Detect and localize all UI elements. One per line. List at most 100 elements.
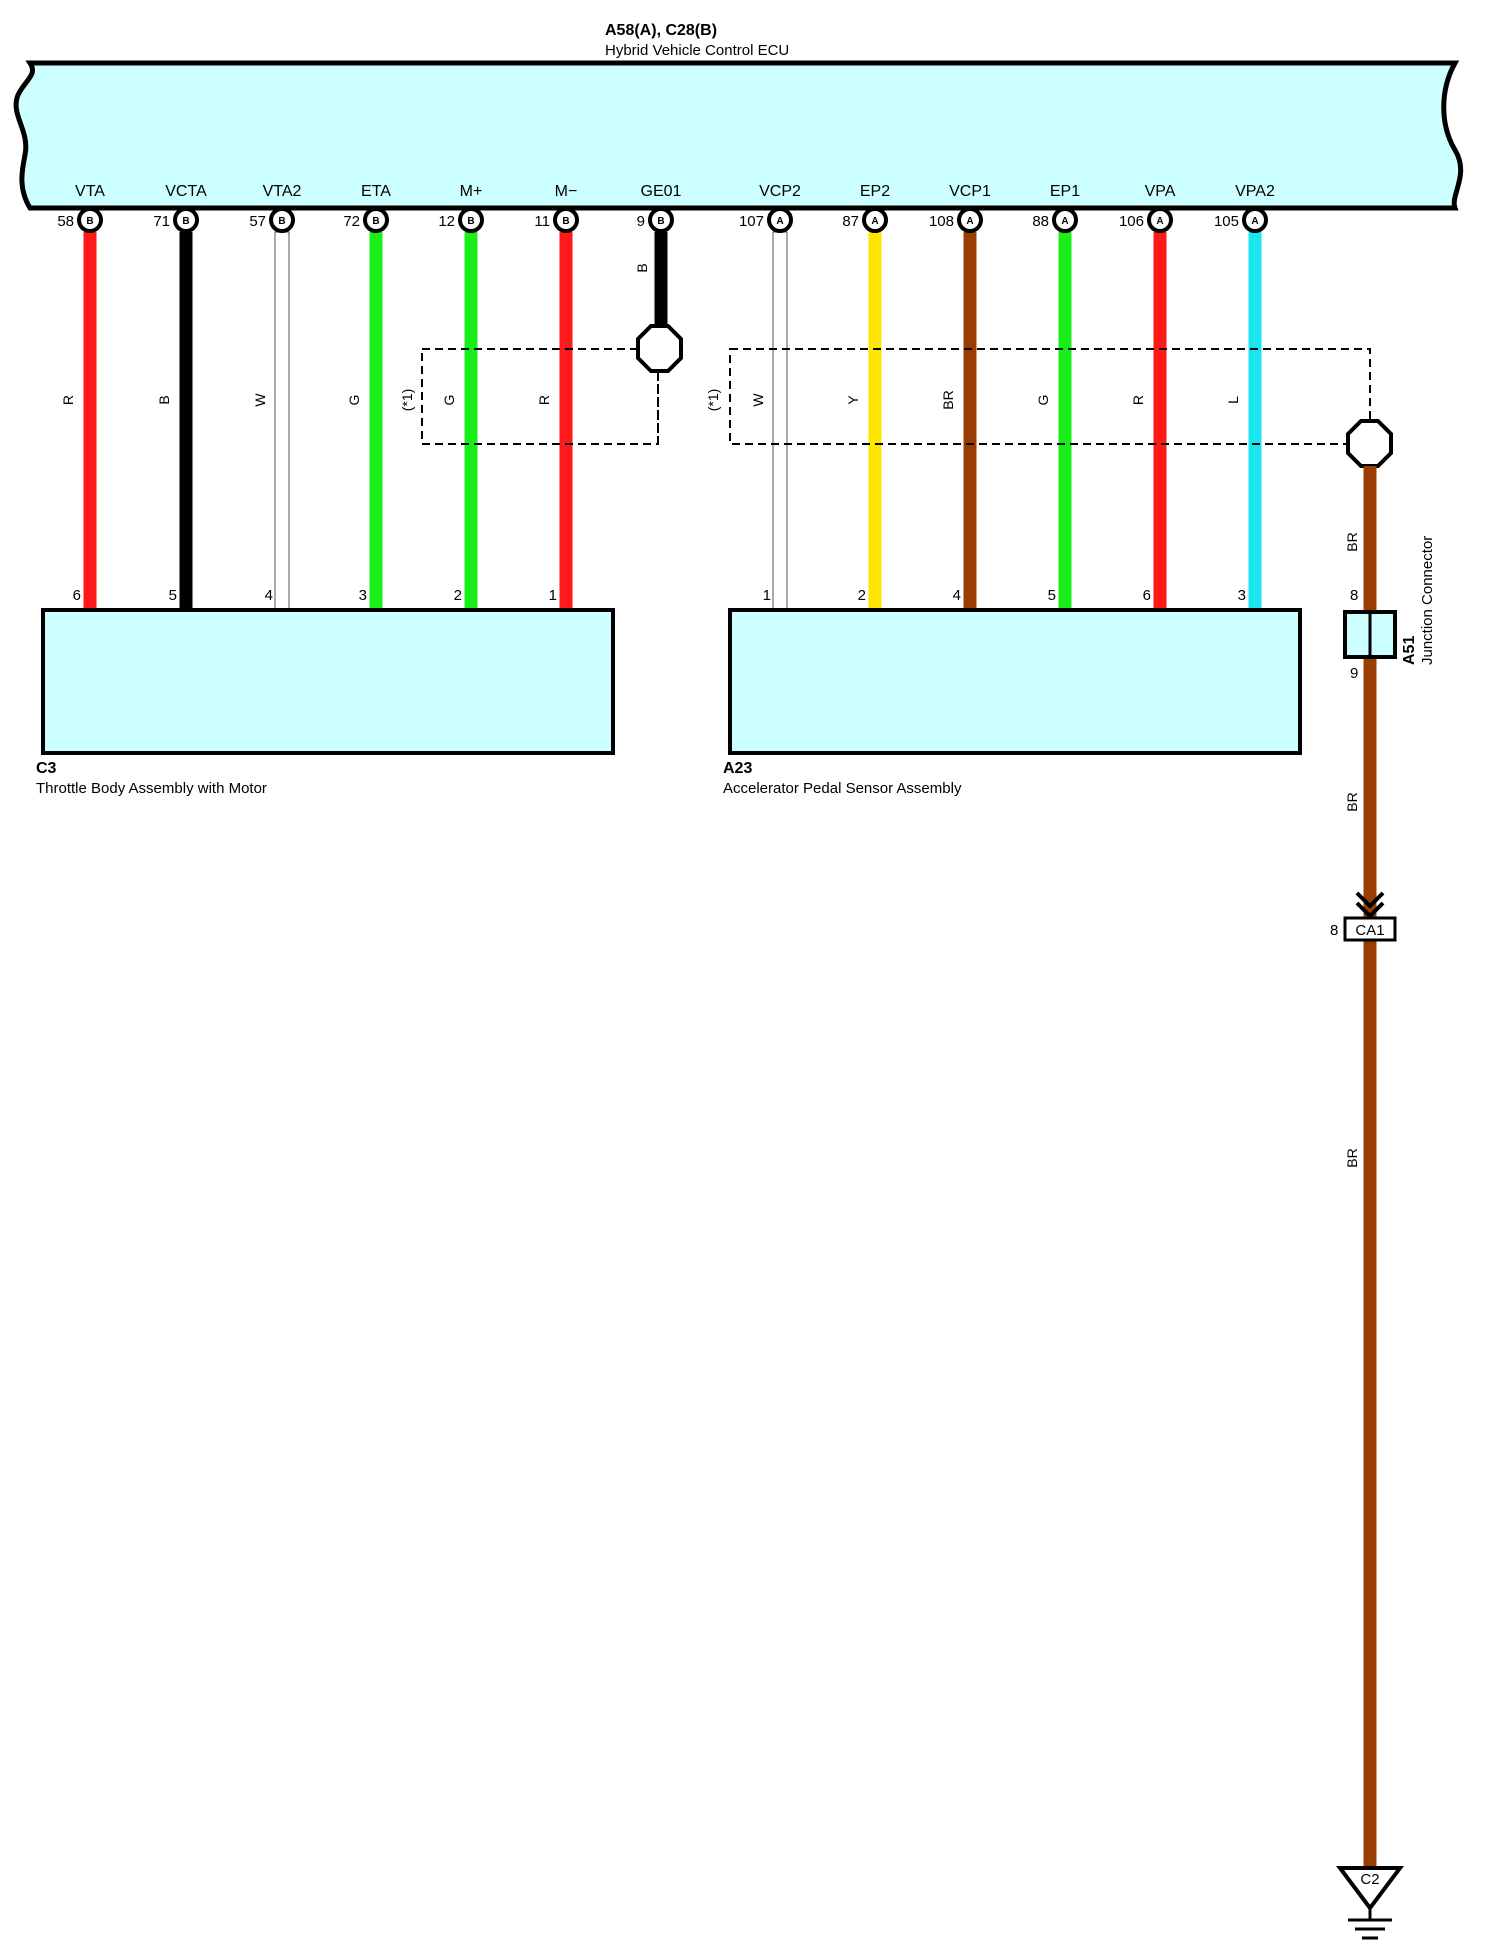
shield-ground-throttle [636, 324, 683, 373]
inline-connector-ca1 [1343, 916, 1397, 942]
ecu-pin-number-eta: 72 [343, 213, 360, 230]
wire-label-vcp1: BR [940, 390, 956, 409]
wire-label-vcp2: W [750, 393, 766, 407]
ecu-connector-ids: A58(A), C28(B) [605, 22, 717, 39]
ecu-pin-terminal-vcp2 [767, 207, 793, 233]
ecu-pin-terminal-vpa2 [1242, 207, 1268, 233]
ecu-pin-name-vcp1: VCP1 [949, 183, 991, 200]
ecu-pin-connector-vcp2: A [776, 216, 783, 227]
ecu-pin-number-ep2: 87 [842, 213, 859, 230]
ecu-body [13, 60, 1464, 211]
comp-pin-number-vta2: 4 [265, 587, 273, 604]
ecu-pin-number-vcp2: 107 [739, 213, 764, 230]
wire-label-ep2: Y [845, 395, 861, 405]
junction-pin-in: 8 [1350, 587, 1358, 604]
wire-vcp2 [772, 231, 788, 611]
junction-name: Junction Connector [1419, 536, 1436, 665]
ecu-pin-number-ge01: 9 [637, 213, 645, 230]
shield-note-pedal: (*1) [705, 389, 721, 412]
comp-pin-number-ep2: 2 [858, 587, 866, 604]
inline-connector-arrow [1355, 891, 1385, 919]
comp-pin-number-ep1: 5 [1048, 587, 1056, 604]
ecu-pin-connector-mplus: B [467, 216, 474, 227]
ecu-pin-name-ge01: GE01 [641, 183, 682, 200]
throttle-name: Throttle Body Assembly with Motor [36, 780, 267, 797]
comp-pin-number-vcp2: 1 [763, 587, 771, 604]
wire-label-mplus: G [441, 395, 457, 406]
ecu-pin-number-ep1: 88 [1032, 213, 1049, 230]
comp-pin-number-vpa2: 3 [1238, 587, 1246, 604]
comp-pin-number-vcta: 5 [169, 587, 177, 604]
comp-pin-number-mplus: 2 [454, 587, 462, 604]
ecu-pin-terminal-eta [363, 207, 389, 233]
junction-id: A51 [1401, 636, 1418, 665]
wire-label-eta: G [346, 395, 362, 406]
wire-label-mminus: R [536, 395, 552, 405]
wire-label-ge01: B [634, 263, 650, 272]
comp-pin-number-vta: 6 [73, 587, 81, 604]
ecu-pin-name-ep1: EP1 [1050, 183, 1080, 200]
ecu-pin-name-vpa2: VPA2 [1235, 183, 1275, 200]
wire-label-vta2: W [252, 393, 268, 407]
ground-wire-label-3: BR [1344, 1148, 1360, 1167]
ecu-pin-connector-vpa: A [1156, 216, 1163, 227]
ecu-pin-name-vpa: VPA [1145, 183, 1176, 200]
comp-pin-number-mminus: 1 [549, 587, 557, 604]
throttle-id: C3 [36, 760, 57, 777]
ecu-pin-connector-vta2: B [278, 216, 285, 227]
ecu-pin-name-ep2: EP2 [860, 183, 890, 200]
wire-label-vcta: B [156, 395, 172, 404]
ecu-pin-name-mplus: M+ [460, 183, 483, 200]
ground-symbol-c2 [1336, 1866, 1404, 1912]
ecu-pin-connector-vcp1: A [966, 216, 973, 227]
comp-pin-number-eta: 3 [359, 587, 367, 604]
ecu-pin-name-vta2: VTA2 [263, 183, 302, 200]
ground-wire-label-1: BR [1344, 532, 1360, 551]
wire-vta2 [274, 231, 290, 611]
ecu-pin-connector-vcta: B [182, 216, 189, 227]
ecu-pin-terminal-ge01 [648, 207, 674, 233]
ecu-pin-connector-eta: B [372, 216, 379, 227]
ecu-pin-connector-mminus: B [562, 216, 569, 227]
inline-connector-pin: 8 [1330, 922, 1338, 939]
ecu-pin-number-mplus: 12 [438, 213, 455, 230]
ecu-pin-terminal-ep2 [862, 207, 888, 233]
ecu-pin-terminal-ep1 [1052, 207, 1078, 233]
ecu-pin-terminal-vcp1 [957, 207, 983, 233]
ecu-name: Hybrid Vehicle Control ECU [605, 42, 789, 59]
pedal-name: Accelerator Pedal Sensor Assembly [723, 780, 962, 797]
shield-note-throttle: (*1) [399, 389, 415, 412]
ecu-pin-name-vcp2: VCP2 [759, 183, 801, 200]
ecu-pin-number-vta2: 57 [249, 213, 266, 230]
wire-label-vpa: R [1130, 395, 1146, 405]
ecu-pin-number-mminus: 11 [534, 213, 550, 230]
wire-label-ep1: G [1035, 395, 1051, 406]
comp-pin-number-vcp1: 4 [953, 587, 961, 604]
ecu-pin-terminal-vpa [1147, 207, 1173, 233]
junction-pin-out: 9 [1350, 665, 1358, 682]
ecu-pin-name-mminus: M− [555, 183, 578, 200]
ecu-pin-number-vcta: 71 [153, 213, 170, 230]
ecu-pin-number-vpa2: 105 [1214, 213, 1239, 230]
ecu-pin-terminal-vcta [173, 207, 199, 233]
ecu-pin-terminal-mplus [458, 207, 484, 233]
ecu-pin-terminal-mminus [553, 207, 579, 233]
comp-pin-number-vpa: 6 [1143, 587, 1151, 604]
pedal-sensor-component [728, 608, 1302, 755]
ecu-pin-connector-vta: B [86, 216, 93, 227]
ground-id: C2 [1360, 1871, 1379, 1888]
wire-label-vpa2: L [1225, 396, 1241, 404]
ground-wire-label-2: BR [1344, 792, 1360, 811]
ecu-pin-name-vcta: VCTA [165, 183, 207, 200]
ecu-pin-name-eta: ETA [361, 183, 391, 200]
pedal-id: A23 [723, 760, 752, 777]
ecu-pin-connector-ep1: A [1061, 216, 1068, 227]
ecu-pin-name-vta: VTA [75, 183, 105, 200]
shield-box-throttle [421, 348, 659, 445]
ecu-pin-terminal-vta2 [269, 207, 295, 233]
ecu-pin-terminal-vta [77, 207, 103, 233]
ecu-pin-number-vcp1: 108 [929, 213, 954, 230]
inline-connector-id: CA1 [1355, 922, 1384, 939]
shield-ground-pedal [1346, 419, 1393, 468]
wire-label-vta: R [60, 395, 76, 405]
